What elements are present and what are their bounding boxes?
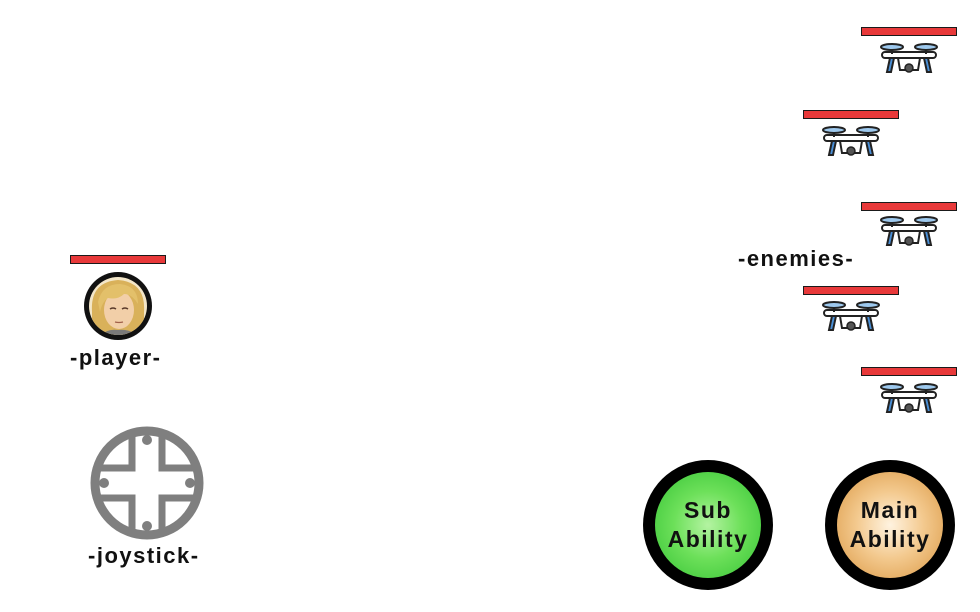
sub-ability-face: Sub Ability — [655, 472, 761, 578]
player-health-bar — [70, 255, 166, 264]
player-label: -player- — [70, 345, 162, 370]
blonde-character-portrait-icon — [89, 277, 147, 335]
main-ability-label-line1: Main — [860, 497, 920, 523]
drone-icon — [822, 126, 880, 156]
enemy-drone — [878, 213, 940, 253]
main-ability-label-line2: Ability — [849, 526, 931, 552]
enemy-health-bar — [861, 367, 957, 376]
enemy-drone — [820, 298, 882, 338]
main-ability-button[interactable]: Main Ability — [825, 460, 955, 590]
drone-icon — [880, 43, 938, 73]
enemy-drone — [878, 40, 940, 80]
enemy-health-bar — [803, 286, 899, 295]
enemy-drone — [878, 380, 940, 420]
drone-icon — [880, 383, 938, 413]
enemy-health-bar — [861, 202, 957, 211]
sub-ability-label-line1: Sub — [684, 497, 732, 523]
joystick-label: -joystick- — [88, 543, 200, 568]
enemy-health-bar — [861, 27, 957, 36]
sub-ability-button[interactable]: Sub Ability — [643, 460, 773, 590]
enemy-drone — [820, 123, 882, 163]
enemies-label: -enemies- — [738, 246, 855, 271]
dpad-joystick-icon — [90, 426, 204, 540]
drone-icon — [880, 216, 938, 246]
enemy-health-bar — [803, 110, 899, 119]
drone-icon — [822, 301, 880, 331]
joystick[interactable] — [88, 424, 206, 542]
player-avatar — [84, 272, 152, 340]
sub-ability-label-line2: Ability — [667, 526, 749, 552]
main-ability-face: Main Ability — [837, 472, 943, 578]
